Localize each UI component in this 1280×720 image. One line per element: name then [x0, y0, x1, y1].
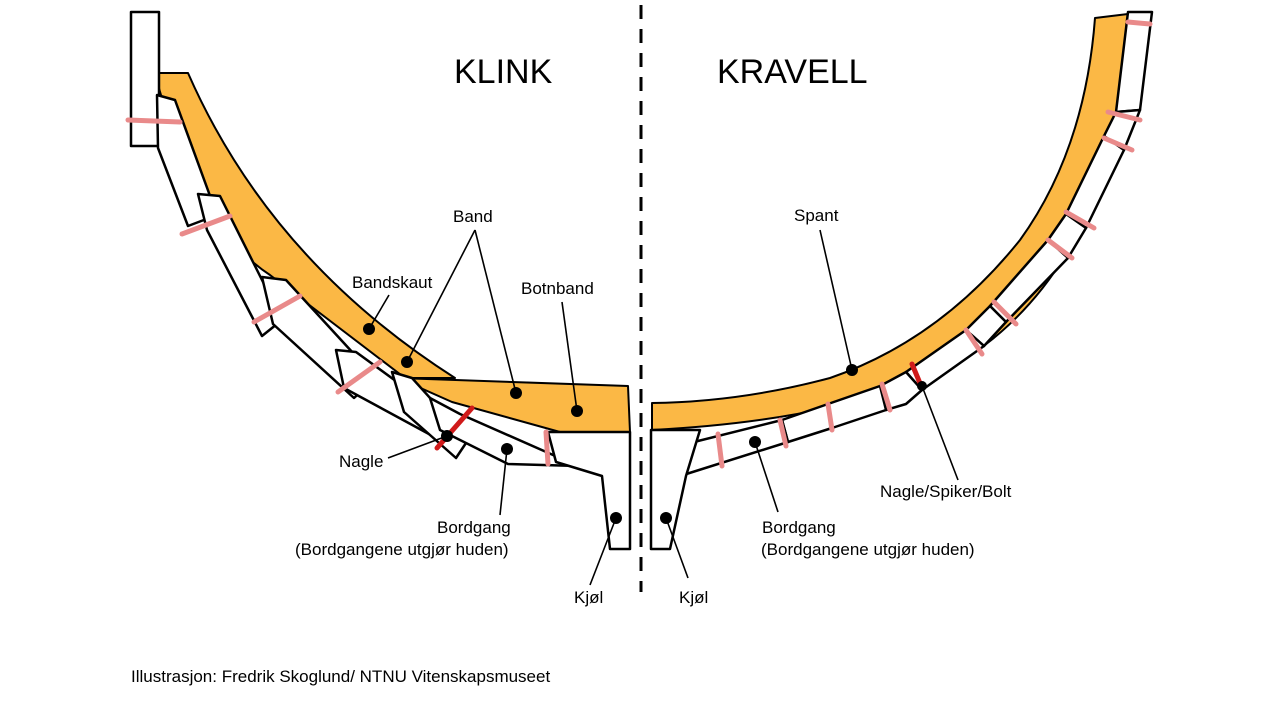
- klink-rivet: [251, 293, 303, 325]
- kravell-fastener: [1063, 209, 1097, 231]
- label-kjol-right: Kjøl: [679, 588, 708, 607]
- kravell-section: [649, 10, 1154, 579]
- kravell-keel: [649, 428, 702, 551]
- leader-spant: [819, 229, 853, 371]
- kravell-fastener: [1105, 109, 1143, 123]
- klink-section: [125, 10, 632, 586]
- label-nagle-spiker-bolt: Nagle/Spiker/Bolt: [880, 482, 1012, 501]
- label-nagle: Nagle: [339, 452, 383, 471]
- credit-line: Illustrasjon: Fredrik Skoglund/ NTNU Vit…: [131, 667, 550, 686]
- klink-rivet: [179, 213, 233, 237]
- leader-band-1: [406, 229, 476, 363]
- label-bordgang-left-sub: (Bordgangene utgjør huden): [295, 540, 509, 559]
- leader-bandskaut: [368, 294, 390, 330]
- label-bordgang-right: Bordgang: [762, 518, 836, 537]
- leader-band-2: [474, 229, 517, 394]
- klink-keel: [546, 430, 632, 551]
- klink-nagle-red: [434, 405, 475, 451]
- kravell-fastener: [777, 417, 789, 449]
- leader-nagle: [387, 435, 448, 459]
- leader-bordgang-left: [499, 448, 508, 516]
- kravell-fastener: [715, 431, 725, 469]
- klink-rivet: [335, 359, 383, 395]
- label-spant: Spant: [794, 206, 839, 225]
- kravell-plank: [678, 418, 790, 478]
- kravell-fastener: [1101, 135, 1135, 153]
- leader-botnband: [561, 301, 578, 412]
- kravell-fastener: [991, 299, 1019, 327]
- kravell-fastener: [1045, 237, 1075, 261]
- leader-kjol-right: [665, 517, 689, 579]
- label-botnband: Botnband: [521, 279, 594, 298]
- klink-rivet: [543, 429, 551, 467]
- heading-klink: KLINK: [454, 53, 553, 91]
- label-band: Band: [453, 207, 493, 226]
- leader-bordgang-right: [754, 441, 779, 513]
- kravell-fastener: [825, 401, 835, 433]
- label-bordgang-left: Bordgang: [437, 518, 511, 537]
- leader-bolt: [921, 385, 959, 481]
- label-bordgang-right-sub: (Bordgangene utgjør huden): [761, 540, 975, 559]
- label-kjol-left: Kjøl: [574, 588, 603, 607]
- kravell-fastener: [879, 381, 893, 413]
- klink-rivet: [125, 117, 183, 125]
- klink-top-plank: [129, 10, 161, 148]
- leader-kjol-left: [589, 517, 617, 586]
- label-bandskaut: Bandskaut: [352, 273, 433, 292]
- kravell-fastener: [1125, 19, 1153, 27]
- kravell-fastener: [963, 327, 985, 357]
- heading-kravell: KRAVELL: [717, 53, 868, 91]
